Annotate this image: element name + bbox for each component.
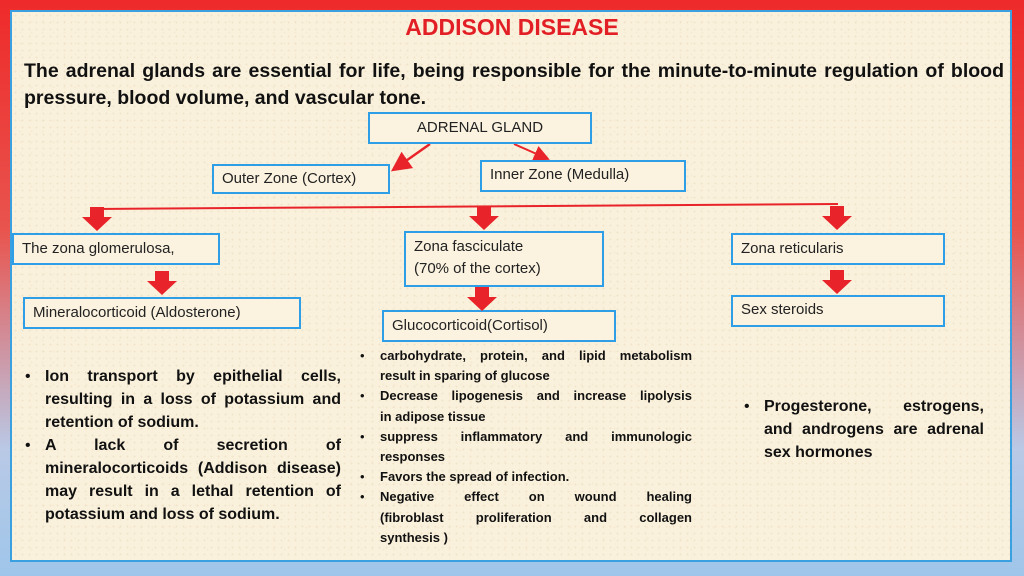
down-arrow-icon: [822, 270, 852, 294]
list-item: carbohydrate, protein, and lipid metabol…: [356, 346, 692, 386]
glucocorticoid-effects-list: carbohydrate, protein, and lipid metabol…: [356, 346, 692, 548]
fasciculata-line-2: (70% of the cortex): [414, 260, 541, 277]
list-item: Progesterone, estrogens, and androgens a…: [740, 395, 984, 464]
node-adrenal-gland: ADRENAL GLAND: [368, 112, 592, 144]
down-arrow-icon: [147, 271, 177, 295]
node-mineralocorticoid: Mineralocorticoid (Aldosterone): [23, 297, 301, 329]
node-sex-steroids: Sex steroids: [731, 295, 945, 327]
list-item: Favors the spread of infection.: [356, 467, 692, 487]
slide-title: ADDISON DISEASE: [405, 14, 619, 40]
cortex-branch-line: [95, 203, 839, 210]
down-arrow-icon: [822, 206, 852, 230]
list-item: A lack of secretion of mineralocorticoid…: [21, 434, 341, 526]
list-item: Decrease lipogenesis and increase lipoly…: [356, 386, 692, 426]
arrow-to-cortex: [390, 142, 431, 172]
node-glucocorticoid: Glucocorticoid(Cortisol): [382, 310, 616, 342]
list-item: suppress inflammatory and immunologic re…: [356, 427, 692, 467]
sex-steroids-effects-list: Progesterone, estrogens, and androgens a…: [740, 395, 984, 464]
node-zona-fasciculata: Zona fasciculate (70% of the cortex): [404, 231, 604, 287]
down-arrow-icon: [467, 287, 497, 311]
list-item: Negative effect on wound healing (fibrob…: [356, 487, 692, 548]
list-item: Ion transport by epithelial cells, resul…: [21, 365, 341, 434]
node-inner-zone-medulla: Inner Zone (Medulla): [480, 160, 686, 192]
arrow-to-medulla: [513, 143, 550, 161]
mineralocorticoid-effects-list: Ion transport by epithelial cells, resul…: [21, 365, 341, 526]
node-zona-reticularis: Zona reticularis: [731, 233, 945, 265]
down-arrow-icon: [82, 207, 112, 231]
intro-text: The adrenal glands are essential for lif…: [24, 60, 1004, 109]
fasciculata-line-1: Zona fasciculate: [414, 238, 524, 255]
down-arrow-icon: [469, 206, 499, 230]
node-outer-zone-cortex: Outer Zone (Cortex): [212, 164, 390, 194]
node-zona-glomerulosa: The zona glomerulosa,: [12, 233, 220, 265]
